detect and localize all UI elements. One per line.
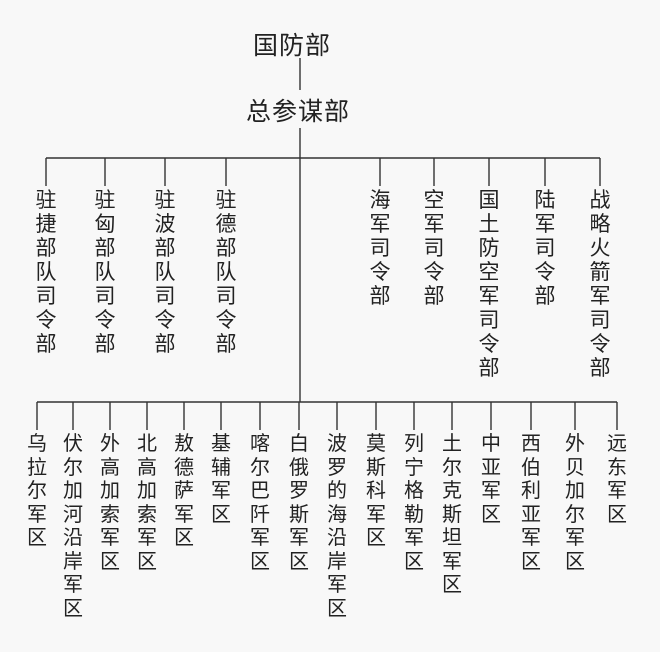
command-node: 驻德部队司令部 — [215, 188, 237, 356]
district-node: 北高加索军区 — [137, 431, 157, 573]
command-node: 战略火箭军司令部 — [589, 188, 611, 380]
district-node: 喀尔巴阡军区 — [250, 431, 270, 573]
command-node: 陆军司令部 — [534, 188, 556, 308]
command-node: 空军司令部 — [423, 188, 445, 308]
root-node-defense-ministry: 国防部 — [253, 31, 332, 60]
command-node: 驻波部队司令部 — [154, 188, 176, 356]
district-node: 白俄罗斯军区 — [289, 431, 309, 573]
district-node: 西伯利亚军区 — [521, 431, 541, 573]
district-node: 乌拉尔军区 — [27, 431, 47, 549]
district-node: 列宁格勒军区 — [404, 431, 424, 573]
district-node: 中亚军区 — [481, 431, 501, 526]
district-node: 波罗的海沿岸军区 — [327, 431, 347, 620]
district-node: 伏尔加河沿岸军区 — [63, 431, 83, 620]
district-node: 土尔克斯坦军区 — [442, 431, 462, 596]
district-node: 基辅军区 — [211, 431, 231, 526]
district-node: 莫斯科军区 — [366, 431, 386, 549]
command-node: 驻匈部队司令部 — [94, 188, 116, 356]
district-node: 敖德萨军区 — [174, 431, 194, 549]
district-node: 外高加索军区 — [100, 431, 120, 573]
command-node: 海军司令部 — [369, 188, 391, 308]
staff-node-general-staff: 总参谋部 — [246, 97, 351, 126]
district-node: 远东军区 — [607, 431, 627, 526]
district-node: 外贝加尔军区 — [565, 431, 585, 573]
command-node: 国土防空军司令部 — [478, 188, 500, 380]
command-node: 驻捷部队司令部 — [35, 188, 57, 356]
